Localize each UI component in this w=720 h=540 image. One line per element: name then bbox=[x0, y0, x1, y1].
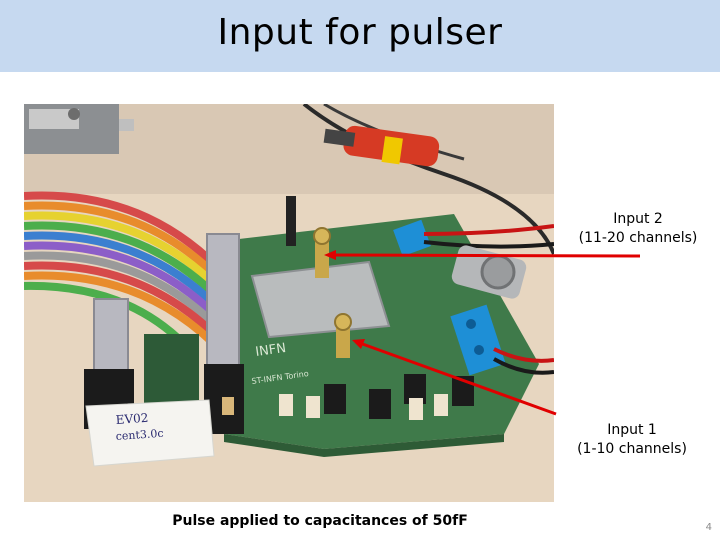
board-photo: INFN ST-INFN Torino EV02 cent3.0c bbox=[24, 104, 554, 502]
handwritten-label-1: EV02 bbox=[115, 411, 149, 427]
label-input-2: Input 2 (11-20 channels) bbox=[572, 210, 704, 248]
handwritten-label-2: cent3.0c bbox=[115, 427, 164, 443]
slide-title: Input for pulser bbox=[217, 12, 503, 53]
photo-caption: Pulse applied to capacitances of 50fF bbox=[172, 513, 468, 529]
label-input-2-channels: (11-20 channels) bbox=[578, 230, 698, 246]
label-input-2-title: Input 2 bbox=[613, 211, 663, 227]
label-input-1-channels: (1-10 channels) bbox=[577, 441, 687, 457]
slide-number: 4 bbox=[705, 522, 712, 533]
board-photo-illustration: INFN ST-INFN Torino EV02 cent3.0c bbox=[24, 104, 554, 502]
board-inscription-infn: INFN bbox=[254, 341, 287, 360]
title-bar: Input for pulser bbox=[0, 0, 720, 72]
label-input-1-title: Input 1 bbox=[607, 422, 657, 438]
label-input-1: Input 1 (1-10 channels) bbox=[568, 421, 696, 459]
